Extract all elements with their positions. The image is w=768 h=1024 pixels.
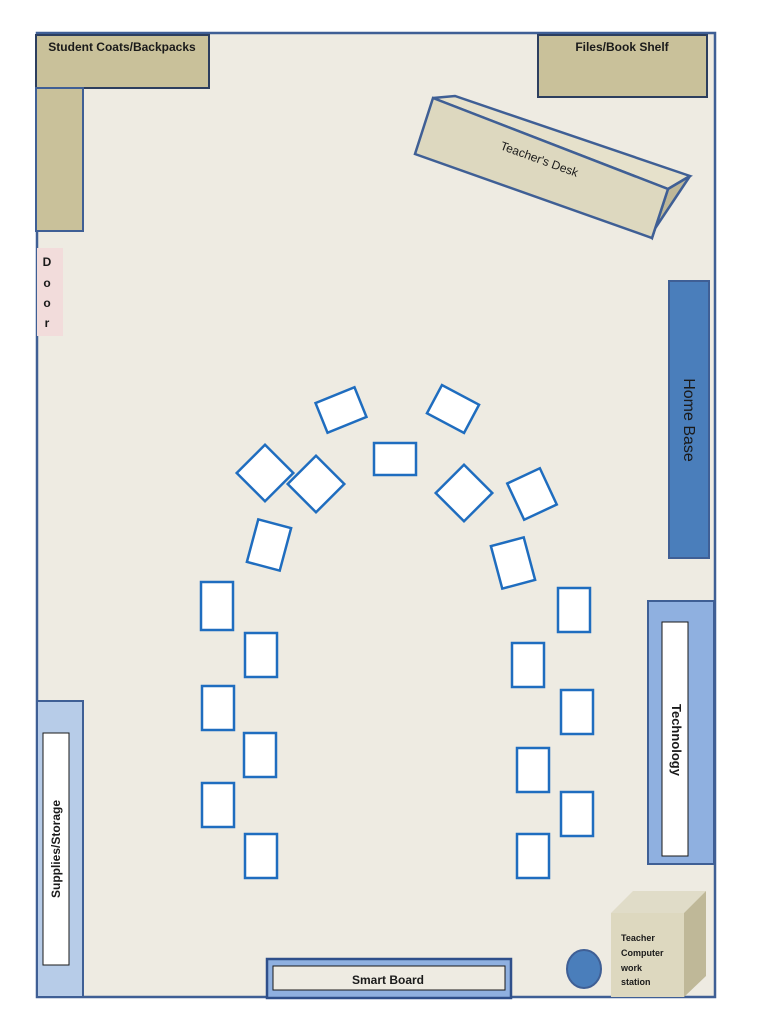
computer-station-label-line: station xyxy=(621,977,651,987)
smart-board-label: Smart Board xyxy=(352,973,424,987)
coats-cubby-column xyxy=(35,87,84,232)
door-letter: r xyxy=(45,316,50,330)
teachers-desk-front xyxy=(413,96,670,240)
technology-table xyxy=(661,621,689,857)
student-desk xyxy=(243,832,279,880)
files-bookshelf-label: Files/Book Shelf xyxy=(575,40,669,54)
computer-station-label-line: Computer xyxy=(621,948,664,958)
student-desk xyxy=(245,517,293,573)
student-desk xyxy=(425,383,481,435)
student-desk xyxy=(489,535,537,591)
student-desk xyxy=(559,790,595,838)
round-table xyxy=(566,949,602,989)
student-desk xyxy=(559,688,595,736)
home-base-label: Home Base xyxy=(680,378,697,462)
home-base xyxy=(668,280,710,559)
student-desk xyxy=(515,832,551,880)
teacher-computer-station: Teacher Computer work station xyxy=(611,891,706,997)
student-desk xyxy=(200,781,236,829)
computer-station-label-line: work xyxy=(620,963,643,973)
computer-station-side xyxy=(684,891,706,997)
student-desk xyxy=(285,453,347,515)
student-desk xyxy=(505,466,559,522)
student-desk xyxy=(200,684,236,732)
student-desk xyxy=(199,580,235,632)
supplies-shelf xyxy=(42,732,70,966)
student-desk xyxy=(313,385,369,435)
student-desk xyxy=(510,641,546,689)
student-desk xyxy=(372,441,418,477)
door-letter: o xyxy=(43,276,50,290)
files-bookshelf xyxy=(537,34,708,98)
door xyxy=(37,248,63,336)
student-desks xyxy=(199,383,595,880)
door-letter: D xyxy=(43,255,52,269)
coats-backpacks-area xyxy=(35,34,210,89)
computer-station-front xyxy=(611,913,684,997)
student-desk xyxy=(243,631,279,679)
student-desk xyxy=(515,746,551,794)
technology-label: Technology xyxy=(669,704,684,777)
door-label: D o o r xyxy=(43,255,52,330)
computer-station-top xyxy=(611,891,706,913)
computer-station-label-line: Teacher xyxy=(621,933,655,943)
teachers-desk: Teacher's Desk xyxy=(413,94,693,241)
student-desk xyxy=(433,462,495,524)
student-desk xyxy=(242,731,278,779)
coats-backpacks-label: Student Coats/Backpacks xyxy=(48,40,196,54)
smart-board xyxy=(272,965,506,991)
door-letter: o xyxy=(43,296,50,310)
student-desk xyxy=(556,586,592,634)
student-desk xyxy=(234,442,296,504)
supplies-storage-label: Supplies/Storage xyxy=(49,800,63,898)
